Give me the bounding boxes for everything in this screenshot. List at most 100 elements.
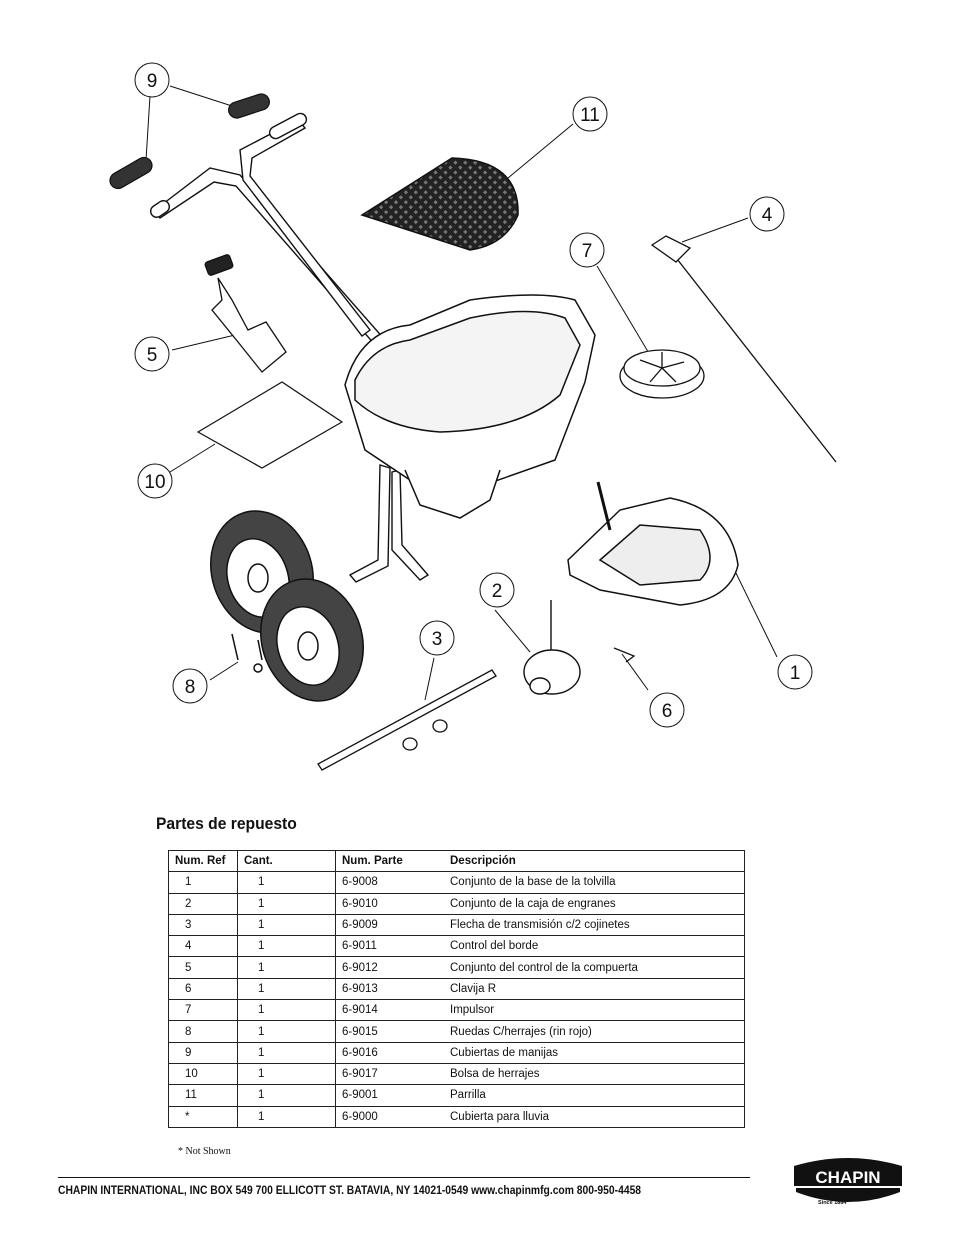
cell-ref: 7 <box>168 999 238 1022</box>
wheels-part <box>209 510 365 702</box>
svg-text:2: 2 <box>492 581 503 602</box>
svg-text:CHAPIN: CHAPIN <box>815 1168 880 1187</box>
svg-text:8: 8 <box>185 677 196 698</box>
section-title: Partes de repuesto <box>156 814 297 833</box>
svg-text:The Way to Spray: The Way to Spray <box>812 1193 859 1199</box>
exploded-parts-diagram: 9 11 4 7 5 10 2 3 8 1 6 <box>109 62 837 771</box>
cell-description: Flecha de transmisión c/2 cojinetes <box>444 913 745 937</box>
chapin-logo: CHAPIN The Way to Spray Since 1884 <box>794 1158 902 1206</box>
cell-ref: 9 <box>168 1041 238 1064</box>
cell-ref: * <box>168 1105 238 1128</box>
hopper-base-part <box>567 481 739 606</box>
cell-description: Conjunto de la caja de engranes <box>444 892 745 915</box>
cell-ref: 11 <box>168 1084 238 1107</box>
drive-shaft-part <box>317 669 497 771</box>
gearbox-part <box>523 600 581 695</box>
cell-qty: 1 <box>237 1041 336 1064</box>
header-ref: Num. Ref <box>168 849 238 873</box>
cell-description: Bolsa de herrajes <box>444 1062 745 1086</box>
cell-part-number: 6-9001 <box>335 1084 444 1107</box>
cell-description: Conjunto de la base de la tolvilla <box>444 871 745 894</box>
footnote: * Not Shown <box>178 1146 231 1157</box>
cell-description: Clavija R <box>444 977 745 1001</box>
cell-qty: 1 <box>237 913 336 937</box>
cell-qty: 1 <box>237 1084 336 1107</box>
cell-part-number: 6-9014 <box>335 999 444 1022</box>
cell-ref: 10 <box>168 1062 238 1086</box>
callout-10: 10 <box>137 463 173 499</box>
cell-description: Ruedas C/herrajes (rin rojo) <box>444 1020 745 1043</box>
callout-3: 3 <box>419 620 455 656</box>
cell-ref: 6 <box>168 977 238 1001</box>
callout-11: 11 <box>572 96 608 132</box>
callout-5: 5 <box>134 336 170 372</box>
cell-part-number: 6-9009 <box>335 913 444 937</box>
header-description: Descripción <box>444 849 745 873</box>
callout-9: 9 <box>134 62 170 98</box>
cell-description: Parrilla <box>444 1084 745 1107</box>
cell-part-number: 6-9012 <box>335 956 444 979</box>
cell-qty: 1 <box>237 1062 336 1086</box>
svg-text:9: 9 <box>147 71 158 92</box>
cell-ref: 5 <box>168 956 238 979</box>
cell-description: Conjunto del control de la compuerta <box>444 956 745 979</box>
cell-description: Impulsor <box>444 999 745 1022</box>
r-pin-part <box>613 647 636 663</box>
cell-part-number: 6-9000 <box>335 1105 444 1128</box>
cell-part-number: 6-9010 <box>335 892 444 915</box>
cell-part-number: 6-9017 <box>335 1062 444 1086</box>
svg-text:4: 4 <box>762 205 773 226</box>
impeller-part <box>619 349 705 399</box>
cell-description: Control del borde <box>444 935 745 958</box>
callout-1: 1 <box>777 654 813 690</box>
callout-4: 4 <box>749 196 785 232</box>
cell-part-number: 6-9011 <box>335 935 444 958</box>
cell-qty: 1 <box>237 1020 336 1043</box>
cell-part-number: 6-9015 <box>335 1020 444 1043</box>
edge-control-part <box>650 235 837 463</box>
cell-qty: 1 <box>237 999 336 1022</box>
cell-ref: 4 <box>168 935 238 958</box>
grate-part <box>360 157 519 251</box>
footer-divider <box>58 1177 750 1178</box>
cell-qty: 1 <box>237 892 336 915</box>
cell-part-number: 6-9016 <box>335 1041 444 1064</box>
callout-6: 6 <box>649 692 685 728</box>
cell-description: Cubiertas de manijas <box>444 1041 745 1064</box>
cell-description: Cubierta para lluvia <box>444 1105 745 1128</box>
cell-ref: 1 <box>168 871 238 894</box>
cell-ref: 8 <box>168 1020 238 1043</box>
cell-qty: 1 <box>237 935 336 958</box>
cell-qty: 1 <box>237 871 336 894</box>
callout-7: 7 <box>569 232 605 268</box>
leader-lines <box>145 85 778 701</box>
footer-address: CHAPIN INTERNATIONAL, INC BOX 549 700 EL… <box>58 1183 642 1197</box>
handle-grips <box>109 93 270 190</box>
svg-text:1: 1 <box>790 663 801 684</box>
cell-part-number: 6-9013 <box>335 977 444 1001</box>
svg-text:7: 7 <box>582 241 593 262</box>
gate-control-part <box>204 254 287 373</box>
svg-text:10: 10 <box>144 472 165 493</box>
cell-ref: 3 <box>168 913 238 937</box>
svg-text:3: 3 <box>432 629 443 650</box>
svg-text:11: 11 <box>580 105 600 126</box>
cell-qty: 1 <box>237 956 336 979</box>
callout-8: 8 <box>172 668 208 704</box>
callout-2: 2 <box>479 572 515 608</box>
svg-text:6: 6 <box>662 701 673 722</box>
cell-part-number: 6-9008 <box>335 871 444 894</box>
